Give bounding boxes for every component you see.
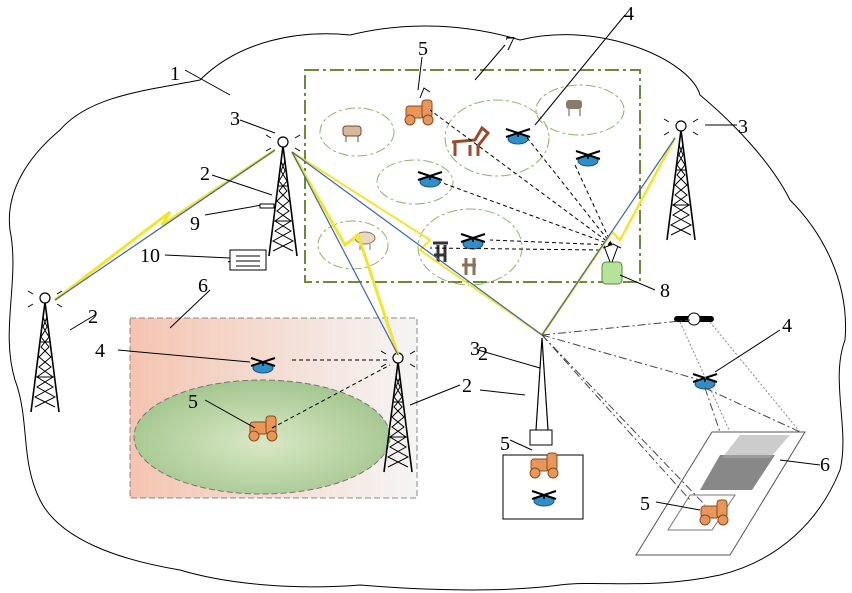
label-tractor: 5 <box>418 38 428 60</box>
territory-boundary <box>8 25 847 591</box>
label-tower: 2 <box>462 375 472 397</box>
satellite-icon <box>674 312 714 326</box>
label-tractor: 5 <box>640 493 650 515</box>
goat-icon <box>462 258 476 275</box>
herd-zone <box>535 84 625 136</box>
cow-icon <box>342 125 362 142</box>
label-control-station: 8 <box>660 280 670 302</box>
label-antenna: 3 <box>470 338 480 360</box>
label-field: 6 <box>198 275 208 297</box>
lightning-link-icon <box>54 148 276 302</box>
label-tractor: 5 <box>188 391 198 413</box>
drone-icon <box>692 373 718 390</box>
lightning-link-icon <box>290 151 400 356</box>
lightning-link-icon <box>291 151 543 336</box>
control-panel <box>229 249 267 271</box>
radio-tower-icon <box>27 290 63 413</box>
label-territory: 1 <box>170 63 180 85</box>
herd-zone <box>319 107 395 157</box>
radio-tower-icon <box>663 118 699 241</box>
field-area <box>635 431 806 556</box>
label-pasture: 7 <box>505 33 515 55</box>
label-tractor: 5 <box>500 433 510 455</box>
antenna-icon <box>529 337 553 446</box>
label-tower: 2 <box>200 163 210 185</box>
label-drone: 4 <box>782 315 792 337</box>
label-antenna: 3 <box>738 116 748 138</box>
herd-zone <box>444 99 550 177</box>
label-field: 6 <box>820 454 830 476</box>
control-station-icon <box>601 261 623 285</box>
goat-icon <box>566 100 582 116</box>
goat-icon <box>433 241 448 262</box>
sensor-device <box>259 203 275 209</box>
label-tower: 2 <box>88 306 98 328</box>
label-antenna: 3 <box>230 108 240 130</box>
hangar-box <box>502 454 584 520</box>
herd-zone <box>376 159 454 205</box>
label-drone: 4 <box>624 3 634 25</box>
label-tower: 2 <box>478 343 488 365</box>
label-component: 10 <box>140 245 160 267</box>
field-ellipse <box>133 379 391 495</box>
label-drone: 4 <box>95 340 105 362</box>
label-component: 9 <box>190 213 200 235</box>
